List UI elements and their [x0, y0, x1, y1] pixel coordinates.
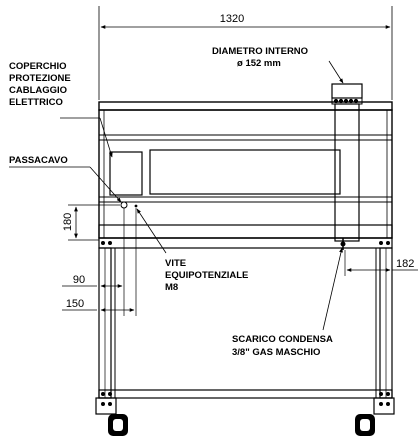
svg-text:M8: M8	[165, 282, 178, 293]
svg-text:ø 152 mm: ø 152 mm	[237, 58, 281, 69]
svg-text:PROTEZIONE: PROTEZIONE	[9, 73, 71, 84]
cable-gland-point	[120, 201, 138, 209]
svg-text:VITE: VITE	[165, 258, 186, 269]
overall-width-label: 1320	[220, 13, 244, 25]
offset-90-150-dimensions: 90 150	[62, 208, 137, 316]
cable-gland-label: PASSACAVO	[9, 155, 68, 166]
overall-width-dimension: 1320	[98, 6, 393, 100]
caster-left	[95, 397, 128, 436]
equipotential-screw-label: VITE EQUIPOTENZIALE M8	[165, 258, 248, 293]
leader-lines	[9, 60, 344, 331]
wiring-cover-plate	[109, 151, 143, 196]
svg-text:ELETTRICO: ELETTRICO	[9, 97, 63, 108]
svg-text:SCARICO CONDENSA: SCARICO CONDENSA	[232, 334, 333, 345]
svg-text:CABLAGGIO: CABLAGGIO	[9, 85, 67, 96]
svg-text:EQUIPOTENZIALE: EQUIPOTENZIALE	[165, 270, 248, 281]
offset-90-label: 90	[73, 274, 85, 286]
svg-text:DIAMETRO INTERNO: DIAMETRO INTERNO	[212, 46, 308, 57]
svg-text:COPERCHIO: COPERCHIO	[9, 61, 67, 72]
support-stand	[98, 237, 393, 406]
height-180-dimension: 180	[62, 204, 120, 241]
cover-label: COPERCHIO PROTEZIONE CABLAGGIO ELETTRICO	[9, 61, 71, 108]
offset-182-dimension: 182	[344, 250, 418, 276]
offset-182-label: 182	[396, 258, 414, 270]
caster-right	[355, 397, 395, 436]
svg-text:3/8" GAS MASCHIO: 3/8" GAS MASCHIO	[232, 347, 320, 358]
height-180-label: 180	[62, 213, 74, 231]
oven-body	[98, 101, 393, 239]
offset-150-label: 150	[66, 298, 84, 310]
internal-diameter-label: DIAMETRO INTERNO ø 152 mm	[212, 46, 308, 69]
condensate-drain-label: SCARICO CONDENSA 3/8" GAS MASCHIO	[232, 334, 333, 358]
flue-chimney	[331, 83, 363, 242]
